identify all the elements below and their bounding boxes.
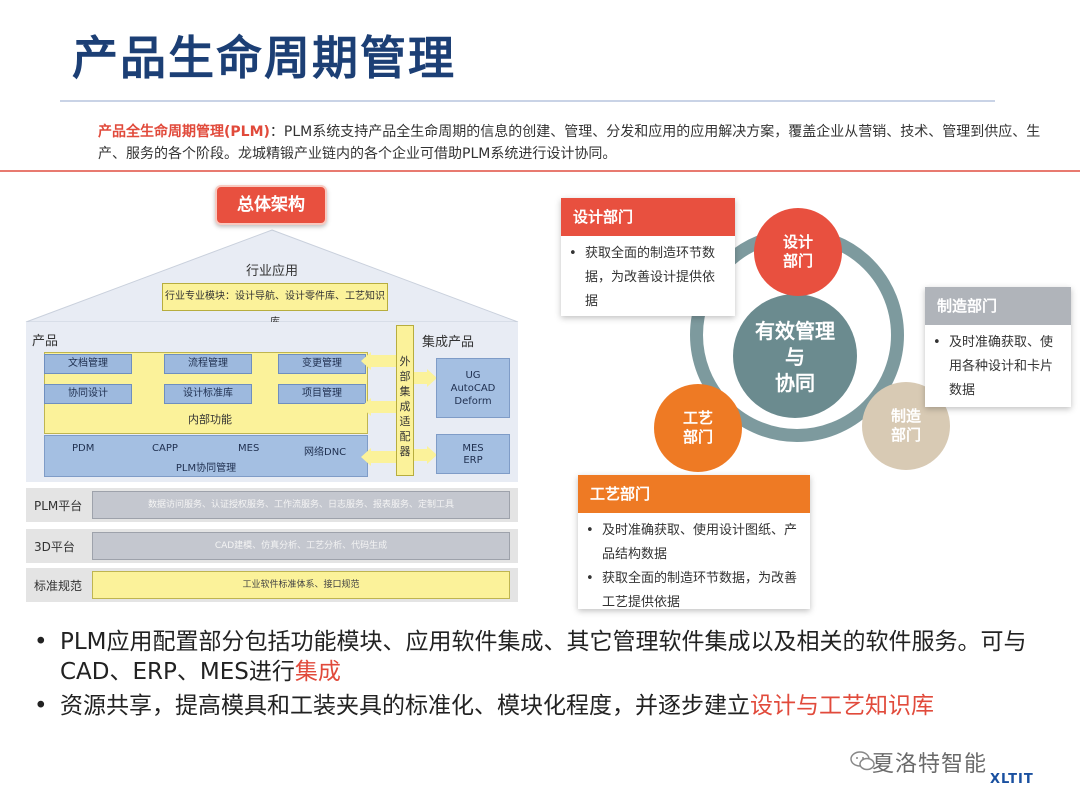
module-workflow: 流程管理 — [164, 354, 252, 374]
bullet-2-highlight: 设计与工艺知识库 — [750, 693, 934, 719]
adapter-label: 外部集成适配器 — [399, 355, 411, 458]
module-project: 项目管理 — [278, 384, 366, 404]
page-title: 产品生命周期管理 — [72, 31, 456, 85]
external-adapter: 外部集成适配器 — [396, 325, 414, 476]
bullet-list: PLM应用配置部分包括功能模块、应用软件集成、其它管理软件集成以及相关的软件服务… — [26, 627, 1046, 725]
node-process-l2: 部门 — [682, 428, 713, 446]
band-dnc: 网络DNC — [304, 447, 347, 458]
card-process: 工艺部门 及时准确获取、使用设计图纸、产品结构数据 获取全面的制造环节数据，为改… — [578, 475, 810, 610]
card-design-item: 获取全面的制造环节数据，为改善设计提供依据 — [569, 242, 725, 314]
product-label: 产品 — [32, 334, 59, 349]
card-design-title: 设计部门 — [561, 198, 735, 236]
node-design: 设计 部门 — [754, 208, 842, 296]
intro-lead: 产品全生命周期管理(PLM) — [98, 124, 270, 140]
section-divider — [0, 170, 1080, 172]
node-design-l2: 部门 — [782, 252, 813, 270]
band-pdm: PDM — [72, 443, 95, 454]
card-design: 设计部门 获取全面的制造环节数据，为改善设计提供依据 — [561, 198, 735, 316]
industry-label: 行业应用 — [245, 264, 298, 279]
module-change: 变更管理 — [278, 354, 366, 374]
center-line2: 与 — [785, 345, 805, 369]
integrated-box-erp: MES ERP — [436, 434, 510, 474]
node-design-l1: 设计 — [782, 233, 813, 251]
bullet-1: PLM应用配置部分包括功能模块、应用软件集成、其它管理软件集成以及相关的软件服务… — [26, 627, 1046, 687]
band-mes: MES — [238, 443, 260, 454]
industry-module-box: 行业专业模块：设计导航、设计零件库、工艺知识库 — [162, 283, 388, 328]
int-deform: Deform — [454, 396, 492, 407]
layer-3d-content: CAD建模、仿真分析、工艺分析、代码生成 — [92, 532, 510, 560]
arrow-left-bottom — [361, 448, 371, 466]
brand-logo: XLTIT — [990, 772, 1034, 787]
int-erp: ERP — [463, 455, 483, 466]
center-line1: 有效管理 — [755, 319, 835, 343]
bullet-2-text: 资源共享，提高模具和工装夹具的标准化、模块化程度，并逐步建立 — [60, 693, 750, 719]
plm-collab-label: PLM协同管理 — [175, 463, 237, 474]
center-circle: 有效管理 与 协同 — [733, 294, 857, 418]
bullet-2: 资源共享，提高模具和工装夹具的标准化、模块化程度，并逐步建立设计与工艺知识库 — [26, 691, 1046, 721]
node-manufacture-l2: 部门 — [890, 426, 921, 444]
layer-standards-label: 标准规范 — [34, 579, 83, 593]
node-process-l1: 工艺 — [682, 409, 713, 427]
layer-3d-label: 3D平台 — [34, 540, 75, 554]
connector-bottom-left — [370, 451, 396, 463]
connector-top-left — [370, 355, 396, 367]
module-design-std: 设计标准库 — [164, 384, 252, 404]
intro-paragraph: 产品全生命周期管理(PLM)：PLM系统支持产品全生命周期的信息的创建、管理、分… — [98, 121, 1058, 165]
arrow-right-bottom — [427, 446, 437, 464]
node-process: 工艺 部门 — [654, 384, 742, 472]
intro-text: ：PLM系统支持产品全生命周期的信息的创建、管理、分发和应用的应用解决方案，覆盖… — [98, 124, 1041, 162]
card-manufacture: 制造部门 及时准确获取、使用各种设计和卡片数据 — [925, 287, 1071, 407]
card-manufacture-title: 制造部门 — [925, 287, 1071, 325]
integrated-label: 集成产品 — [422, 335, 475, 350]
int-mes: MES — [462, 443, 484, 454]
connector-mid-left — [370, 401, 396, 413]
bullet-1-text: PLM应用配置部分包括功能模块、应用软件集成、其它管理软件集成以及相关的软件服务… — [60, 629, 1027, 685]
band-capp: CAPP — [152, 443, 178, 454]
node-manufacture-l1: 制造 — [890, 407, 921, 425]
card-process-title: 工艺部门 — [578, 475, 810, 513]
arrow-right-top — [427, 369, 437, 387]
layer-plm-label: PLM平台 — [34, 499, 83, 513]
card-process-item-1: 及时准确获取、使用设计图纸、产品结构数据 — [586, 519, 800, 567]
integrated-box-cad: UG AutoCAD Deform — [436, 358, 510, 418]
watermark-text: 夏洛特智能 — [872, 752, 988, 777]
connector-bottom-right — [414, 449, 428, 461]
int-ug: UG — [465, 370, 481, 381]
bullet-1-highlight: 集成 — [294, 659, 341, 685]
module-collab-design: 协同设计 — [44, 384, 132, 404]
architecture-title: 总体架构 — [215, 185, 327, 225]
arrow-left-mid — [361, 398, 371, 416]
int-autocad: AutoCAD — [450, 383, 496, 394]
card-manufacture-item: 及时准确获取、使用各种设计和卡片数据 — [933, 331, 1061, 403]
inner-function-label: 内部功能 — [188, 413, 232, 426]
layer-plm-content: 数据访问服务、认证授权服务、工作流服务、日志服务、报表服务、定制工具 — [92, 491, 510, 519]
card-process-item-2: 获取全面的制造环节数据，为改善工艺提供依据 — [586, 567, 800, 615]
title-rule — [60, 100, 995, 102]
arrow-left-top — [361, 352, 371, 370]
core-systems-band — [44, 435, 368, 477]
module-document: 文档管理 — [44, 354, 132, 374]
connector-top-right — [414, 372, 428, 384]
layer-standards-content: 工业软件标准体系、接口规范 — [92, 571, 510, 599]
wechat-icon — [850, 751, 875, 771]
center-line3: 协同 — [775, 371, 815, 395]
